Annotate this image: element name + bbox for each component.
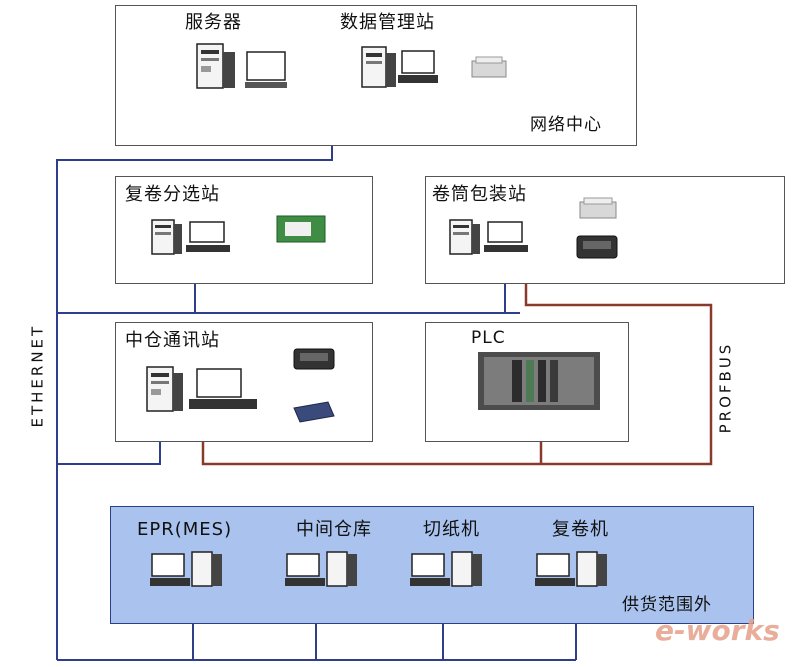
comm-station-label: 中仓通讯站 (125, 330, 220, 351)
erp-workstation-icon (150, 551, 222, 587)
comm-station-workstation-icon (146, 366, 257, 412)
profibus-label: PROFBUS (716, 341, 735, 434)
cutter-label: 切纸机 (423, 519, 480, 540)
supply-scope-title: 供货范围外 (622, 595, 712, 615)
reel-pack-printer-icon (579, 197, 617, 219)
data-station-workstation-icon (361, 46, 438, 88)
card-reader-icon (293, 401, 335, 423)
rewinder-workstation-icon (535, 551, 607, 587)
e-works-watermark: e-works (655, 614, 780, 647)
server-label: 服务器 (185, 12, 242, 33)
warehouse-label: 中间仓库 (296, 519, 372, 540)
server-workstation-icon (196, 43, 287, 89)
barcode-scanner-icon (576, 235, 618, 259)
network-center-title: 网络中心 (530, 115, 602, 135)
data-station-label: 数据管理站 (340, 12, 435, 33)
ethernet-label: ETHERNET (28, 323, 47, 428)
cutter-workstation-icon (410, 551, 482, 587)
erp-label: EPR(MES) (137, 519, 233, 540)
warehouse-workstation-icon (285, 551, 357, 587)
reel-pack-station-label: 卷筒包装站 (432, 184, 527, 205)
rewind-sort-workstation-icon (151, 219, 230, 255)
plc-controller-icon (478, 352, 600, 410)
comm-scanner-icon (293, 348, 335, 370)
rewinder-label: 复卷机 (552, 519, 609, 540)
printer-icon (471, 56, 507, 78)
label-printer-icon (276, 215, 326, 243)
reel-pack-station-box (425, 176, 785, 284)
reel-pack-workstation-icon (449, 219, 528, 255)
rewind-sort-station-label: 复卷分选站 (125, 184, 220, 205)
plc-label: PLC (471, 328, 506, 348)
